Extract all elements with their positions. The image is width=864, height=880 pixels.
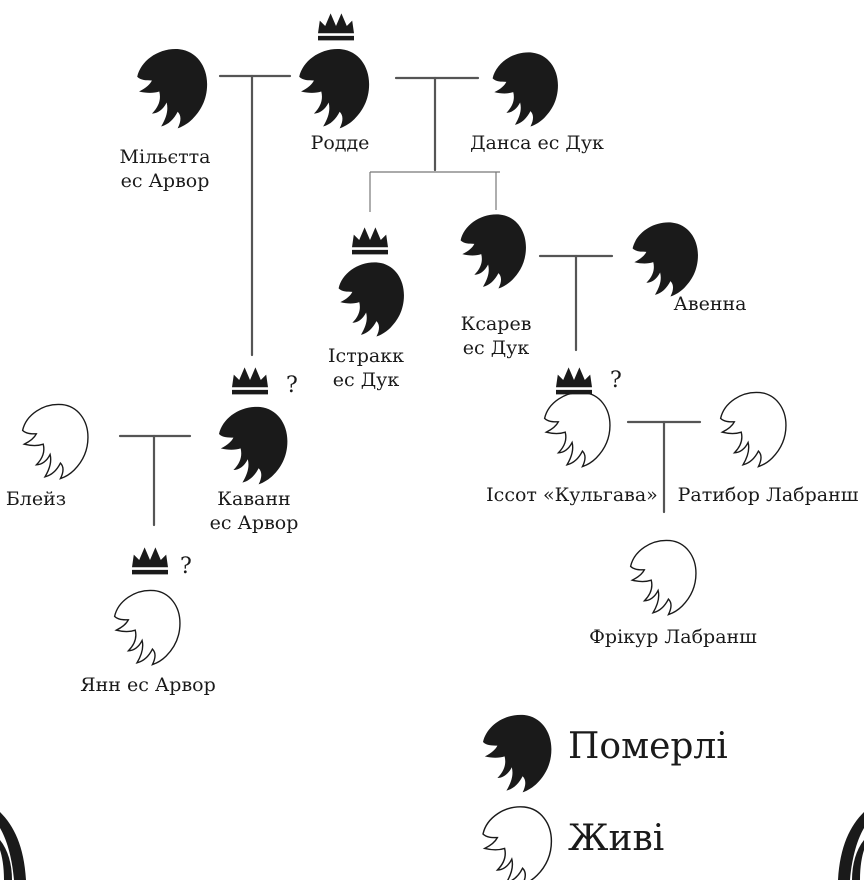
dead-raven-icon [632, 222, 698, 297]
dead-raven-icon [338, 262, 404, 337]
person-name-kavann: Каванн [217, 488, 290, 510]
decorative-feather-right-icon [838, 812, 864, 880]
person-name-kavann: ес Арвор [210, 512, 299, 534]
alive-raven-icon [719, 391, 787, 468]
decorative-feather-left-icon [0, 812, 26, 880]
uncertain-mark: ? [610, 368, 622, 393]
crown-icon [232, 367, 268, 395]
person-name-issot: Іссот «Кульгава» [486, 484, 658, 506]
person-avenna: Авенна [632, 222, 747, 315]
person-name-ratybor: Ратибор Лабранш [678, 484, 859, 506]
uncertain-mark: ? [286, 373, 298, 398]
crown-icon [132, 547, 168, 575]
person-ratybor: Ратибор Лабранш [678, 391, 859, 506]
person-name-istrakk: ес Дук [333, 369, 400, 391]
person-issot: ? Іссот «Кульгава» [486, 367, 658, 506]
dead-raven-icon [219, 406, 288, 485]
person-frikur: Фрікур Лабранш [589, 539, 757, 648]
person-name-rodde: Родде [311, 132, 370, 154]
dead-raven-icon [460, 214, 526, 289]
dead-raven-icon [137, 49, 208, 129]
person-name-yann: Янн ес Арвор [80, 674, 216, 696]
crown-icon [556, 367, 592, 395]
dead-raven-icon [492, 52, 558, 127]
person-name-milietta: ес Арвор [121, 170, 210, 192]
person-dansa: Данса ес Дук [470, 52, 604, 154]
legend: Померлі Живі [482, 714, 728, 880]
person-name-frikur: Фрікур Лабранш [589, 626, 757, 648]
alive-raven-icon [113, 589, 181, 666]
uncertain-mark: ? [180, 554, 192, 579]
legend-alive-label: Живі [568, 818, 664, 859]
crown-icon [352, 227, 388, 255]
person-name-ksarev: Ксарев [461, 313, 532, 335]
person-bleiz: Блейз [6, 403, 89, 510]
alive-raven-icon [629, 539, 697, 616]
legend-alive-raven-icon [482, 806, 553, 880]
person-name-bleiz: Блейз [6, 488, 66, 510]
crown-icon [318, 13, 354, 41]
dead-raven-icon [299, 49, 370, 129]
person-name-dansa: Данса ес Дук [470, 132, 604, 154]
connector-lines [118, 74, 702, 527]
person-name-milietta: Мільєтта [120, 146, 211, 168]
person-rodde: Родде [299, 13, 369, 154]
alive-raven-icon [543, 391, 611, 468]
person-name-istrakk: Істракк [328, 345, 404, 367]
legend-dead-label: Померлі [568, 726, 728, 767]
person-name-avenna: Авенна [674, 293, 747, 315]
alive-raven-icon [21, 403, 89, 480]
legend-dead-raven-icon [483, 714, 552, 793]
person-yann: ? Янн ес Арвор [80, 547, 216, 696]
person-name-ksarev: ес Дук [463, 337, 530, 359]
